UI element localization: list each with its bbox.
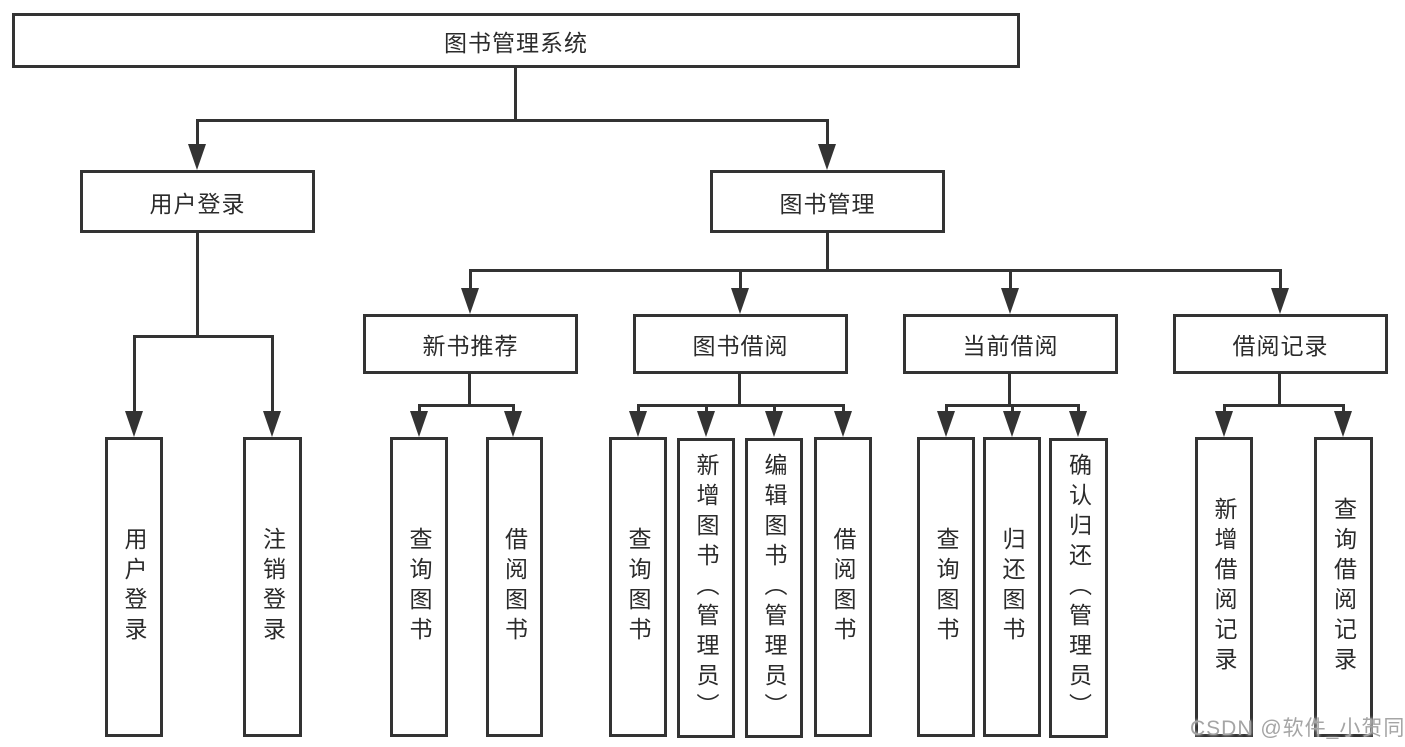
connector-line-v <box>1011 404 1014 413</box>
node-leaf-edit-books-admin: 编辑图书（管理员） <box>745 438 803 738</box>
node-label: 查询图书 <box>933 527 959 647</box>
connector-line-v <box>738 374 741 407</box>
node-label: 图书管理 <box>779 190 876 217</box>
node-label: 查询图书 <box>625 527 651 647</box>
node-label: 查询借阅记录 <box>1330 497 1357 677</box>
node-new-book-recommend: 新书推荐 <box>363 314 578 374</box>
node-leaf-return-books: 归还图书 <box>983 437 1041 737</box>
arrow-down-icon <box>818 144 836 170</box>
arrow-down-icon <box>1001 288 1019 314</box>
node-leaf-logout: 注销登录 <box>243 437 302 737</box>
connector-line-v <box>945 404 948 413</box>
node-leaf-query-books-3: 查询图书 <box>917 437 975 737</box>
connector-line-v <box>1279 269 1282 290</box>
connector-line-h <box>133 335 274 338</box>
node-leaf-borrow-books-1: 借阅图书 <box>486 437 543 737</box>
arrow-down-icon <box>1003 411 1021 437</box>
node-label: 确认归还（管理员） <box>1065 453 1092 723</box>
connector-line-v <box>469 269 472 290</box>
node-label: 借阅图书 <box>830 527 856 647</box>
node-label: 注销登录 <box>259 527 286 647</box>
node-leaf-confirm-return-admin: 确认归还（管理员） <box>1049 438 1108 738</box>
connector-line-v <box>773 404 776 413</box>
arrow-down-icon <box>834 411 852 437</box>
node-leaf-borrow-books-2: 借阅图书 <box>814 437 872 737</box>
connector-line-v <box>1008 374 1011 407</box>
arrow-down-icon <box>937 411 955 437</box>
connector-line-v <box>418 404 421 413</box>
node-leaf-query-books-1: 查询图书 <box>390 437 448 737</box>
node-library-management-system: 图书管理系统 <box>12 13 1020 68</box>
connector-line-v <box>514 68 517 122</box>
node-label: 用户登录 <box>149 190 246 217</box>
node-label: 图书管理系统 <box>444 29 588 56</box>
node-leaf-user-login: 用户登录 <box>105 437 163 737</box>
connector-line-v <box>739 269 742 290</box>
connector-line-v <box>512 404 515 413</box>
node-leaf-add-borrow-record: 新增借阅记录 <box>1195 437 1253 737</box>
arrow-down-icon <box>461 288 479 314</box>
arrow-down-icon <box>1271 288 1289 314</box>
node-borrowing-records: 借阅记录 <box>1173 314 1388 374</box>
connector-line-v <box>826 233 829 272</box>
arrow-down-icon <box>125 411 143 437</box>
arrow-down-icon <box>1334 411 1352 437</box>
connector-line-v <box>1278 374 1281 407</box>
arrow-down-icon <box>697 411 715 437</box>
node-label: 用户登录 <box>121 527 147 647</box>
node-label: 借阅图书 <box>501 527 528 647</box>
connector-line-v <box>826 119 829 146</box>
connector-line-h <box>637 404 844 407</box>
connector-line-h <box>1223 404 1344 407</box>
node-label: 新增借阅记录 <box>1211 497 1237 677</box>
arrow-down-icon <box>410 411 428 437</box>
node-label: 查询图书 <box>406 527 432 647</box>
connector-line-v <box>1223 404 1226 413</box>
connector-line-v <box>637 404 640 413</box>
node-leaf-query-books-2: 查询图书 <box>609 437 667 737</box>
connector-line-v <box>271 335 274 413</box>
node-book-management: 图书管理 <box>710 170 945 233</box>
csdn-watermark: CSDN @软件_小贺同学 <box>1190 717 1405 740</box>
connector-line-h <box>196 119 829 122</box>
node-label: 归还图书 <box>999 527 1025 647</box>
arrow-down-icon <box>731 288 749 314</box>
connector-line-h <box>418 404 515 407</box>
connector-line-h <box>469 269 1281 272</box>
connector-line-v <box>1077 404 1080 413</box>
node-user-login-group: 用户登录 <box>80 170 315 233</box>
connector-line-v <box>842 404 845 413</box>
node-label: 借阅记录 <box>1232 333 1329 359</box>
arrow-down-icon <box>188 144 206 170</box>
connector-line-v <box>468 374 471 407</box>
connector-line-v <box>196 233 199 338</box>
connector-line-v <box>705 404 708 413</box>
node-label: 新书推荐 <box>422 333 519 359</box>
connector-line-v <box>1009 269 1012 290</box>
arrow-down-icon <box>629 411 647 437</box>
arrow-down-icon <box>504 411 522 437</box>
arrow-down-icon <box>1069 411 1087 437</box>
connector-line-v <box>133 335 136 413</box>
arrow-down-icon <box>765 411 783 437</box>
arrow-down-icon <box>1215 411 1233 437</box>
node-leaf-add-books-admin: 新增图书（管理员） <box>677 438 735 738</box>
node-book-borrowing: 图书借阅 <box>633 314 848 374</box>
arrow-down-icon <box>263 411 281 437</box>
node-leaf-query-borrow-record: 查询借阅记录 <box>1314 437 1373 737</box>
node-label: 图书借阅 <box>692 333 789 359</box>
node-label: 新增图书（管理员） <box>693 453 719 723</box>
node-current-borrowing: 当前借阅 <box>903 314 1118 374</box>
node-label: 编辑图书（管理员） <box>761 453 787 723</box>
node-label: 当前借阅 <box>962 333 1059 359</box>
connector-line-v <box>196 119 199 146</box>
connector-line-v <box>1342 404 1345 413</box>
